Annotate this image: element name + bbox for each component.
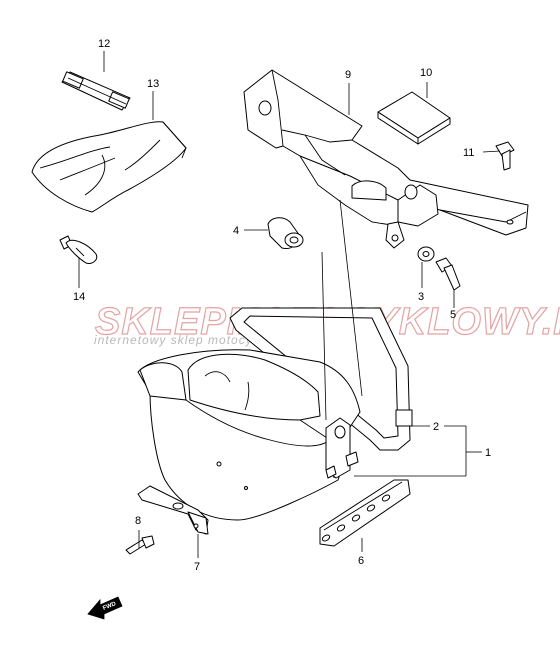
callout-14: 14 — [73, 291, 85, 303]
part-3-washer[interactable] — [417, 246, 435, 262]
callout-3: 3 — [418, 291, 424, 303]
part-8-pin[interactable] — [125, 535, 155, 555]
fwd-arrow-icon: FWD — [87, 596, 123, 620]
part-11-bolt[interactable] — [495, 141, 515, 171]
watermark-sub: internetowy sklep motocyklowy — [94, 333, 288, 347]
callout-1: 1 — [485, 447, 491, 459]
leader-lines — [78, 51, 501, 558]
part-10-pad[interactable] — [377, 91, 451, 145]
callout-10: 10 — [420, 67, 432, 79]
callout-7: 7 — [194, 561, 200, 573]
callout-4: 4 — [233, 225, 239, 237]
callout-13: 13 — [147, 78, 159, 90]
callouts: 1 2 3 4 5 6 7 8 9 10 11 12 13 14 — [73, 38, 491, 573]
fwd-label: FWD — [102, 601, 118, 612]
callout-11: 11 — [463, 147, 474, 159]
part-13-cover[interactable] — [31, 121, 187, 213]
part-12-strap[interactable] — [61, 71, 131, 111]
callout-8: 8 — [135, 515, 141, 527]
main-box[interactable] — [137, 349, 361, 521]
part-9-bracket[interactable] — [243, 69, 529, 249]
callout-2: 2 — [433, 421, 439, 433]
part-6-strap[interactable] — [319, 479, 411, 547]
callout-12: 12 — [98, 38, 110, 50]
callout-9: 9 — [345, 69, 351, 81]
part-4-bushing[interactable] — [267, 217, 304, 249]
part-14-grommet[interactable] — [59, 235, 98, 264]
callout-6: 6 — [358, 555, 364, 567]
callout-5: 5 — [450, 309, 456, 321]
part-5-bolt[interactable] — [435, 257, 461, 291]
part-7-bracket[interactable] — [137, 485, 209, 535]
